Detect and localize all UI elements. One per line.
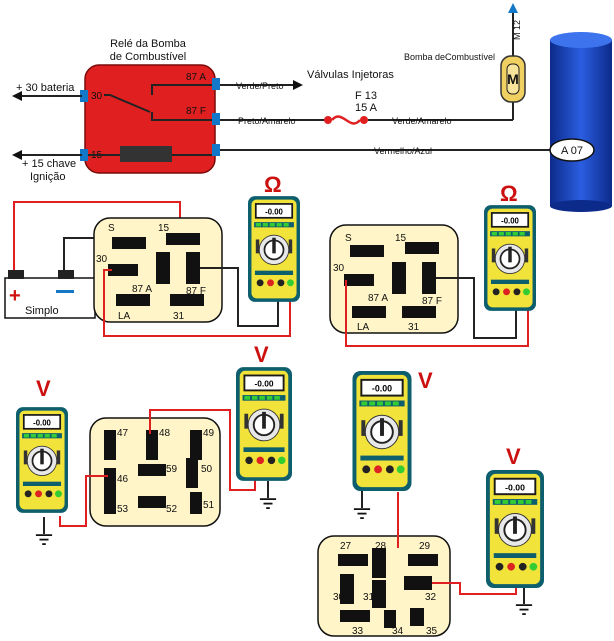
battery-plus: + [9,285,21,307]
ground-3 [353,508,371,520]
connector-a07 [549,138,595,162]
ignition-15-label-1: + 15 chave [22,158,76,170]
meter-4-volt-symbol: V [254,342,269,367]
motor-ref: M 12 [512,20,522,40]
fuse-f13 [331,115,361,125]
relay-test-2-pin-30: 30 [333,263,345,274]
module-a-pin-47: 47 [117,428,129,439]
ground-2 [259,498,277,510]
relay-test-1-pin-s: S [108,223,115,234]
meter-6-volt-symbol: V [506,444,521,469]
relay-circuit: Relé da Bomba de Combustível 30 87 A 87 … [12,3,612,212]
battery [4,277,96,319]
meter-5-volt-symbol: V [418,368,433,393]
wire-vermelho-azul: Vermelho/Azul [374,146,432,156]
meter-3-volt-symbol: V [36,376,51,401]
relay-test-2-pin-la: LA [357,322,370,333]
relay-test-2-pin-s: S [345,233,352,244]
injector-valves-label: Válvulas Injetoras [307,69,394,81]
battery-30-label: + 30 bateria [16,82,75,94]
meter-2-ohm-symbol: Ω [500,181,518,206]
multimeter-6 [486,470,544,588]
relay-test-with-battery: + Simplo S 15 30 87 A 87 F LA 31 Ω [4,172,300,337]
module-b-pin-33: 33 [352,626,364,637]
module-b-pin-31: 31 [363,592,375,603]
relay-test-1-pin-87f: 87 F [186,286,206,297]
module-a-pin-52: 52 [166,504,178,515]
relay-test-1-pin-15: 15 [158,223,170,234]
module-a-pin-49: 49 [203,428,215,439]
multimeter-2 [484,205,536,311]
ignition-15-label-2: Ignição [30,171,65,183]
relay-test-1-pin-87a: 87 A [132,284,152,295]
module-a-pin-59: 59 [166,464,178,475]
module-b-pin-32: 32 [425,592,437,603]
module-b-voltage-test: 27 28 29 30 31 32 33 34 35 V V [317,368,544,637]
module-b-pin-28: 28 [375,541,387,552]
module-a-pin-51: 51 [203,500,215,511]
relay-title-1: Relé da Bomba [110,38,187,50]
relay-pin-87a: 87 A [186,72,206,83]
multimeter-5 [352,371,412,491]
relay-test-1-pin-30: 30 [96,254,108,265]
module-b-pin-27: 27 [340,541,352,552]
relay-title-2: de Combustível [110,51,186,63]
module-b-pin-29: 29 [419,541,431,552]
ecu-cylinder [550,40,612,206]
module-a-voltage-test: 47 48 49 46 59 50 53 52 51 V V [16,342,292,546]
wire-verde-preto: Verde/Preto [236,81,284,91]
ground-1 [35,534,53,546]
wire-preto-amarelo: Preto/Amarelo [238,116,296,126]
module-b-pin-34: 34 [392,626,404,637]
module-a-pin-48: 48 [159,428,171,439]
module-a-pin-50: 50 [201,464,213,475]
relay-pin-30: 30 [91,91,103,102]
meter-1-ohm-symbol: Ω [264,172,282,197]
relay-coil [120,146,172,162]
module-a-pin-53: 53 [117,504,129,515]
wire-verde-amarelo: Verde/Amarelo [392,116,452,126]
module-b-pin-30: 30 [333,592,345,603]
relay-pin-87f: 87 F [186,106,206,117]
relay-test-ohm: S 15 30 87 A 87 F LA 31 Ω [329,181,536,347]
ground-4 [515,604,533,616]
multimeter-4 [236,367,292,481]
connector-label: A 07 [561,145,583,157]
fuse-rating: 15 A [355,102,378,114]
module-b-pin-35: 35 [426,626,438,637]
battery-name: Simplo [25,305,59,317]
relay-test-1-pin-31: 31 [173,311,185,322]
relay-test-2-pin-31: 31 [408,322,420,333]
fuse-name: F 13 [355,90,377,102]
relay-test-2-pin-87f: 87 F [422,296,442,307]
relay-test-1-pin-la: LA [118,311,131,322]
multimeter-3 [16,406,68,514]
multimeter-1 [248,196,300,302]
fuel-pump-label: Bomba deCombustível [404,52,495,62]
relay-test-2-pin-15: 15 [395,233,407,244]
relay-test-2-pin-87a: 87 A [368,293,388,304]
module-a-pin-46: 46 [117,474,129,485]
motor-symbol: M [507,71,519,87]
